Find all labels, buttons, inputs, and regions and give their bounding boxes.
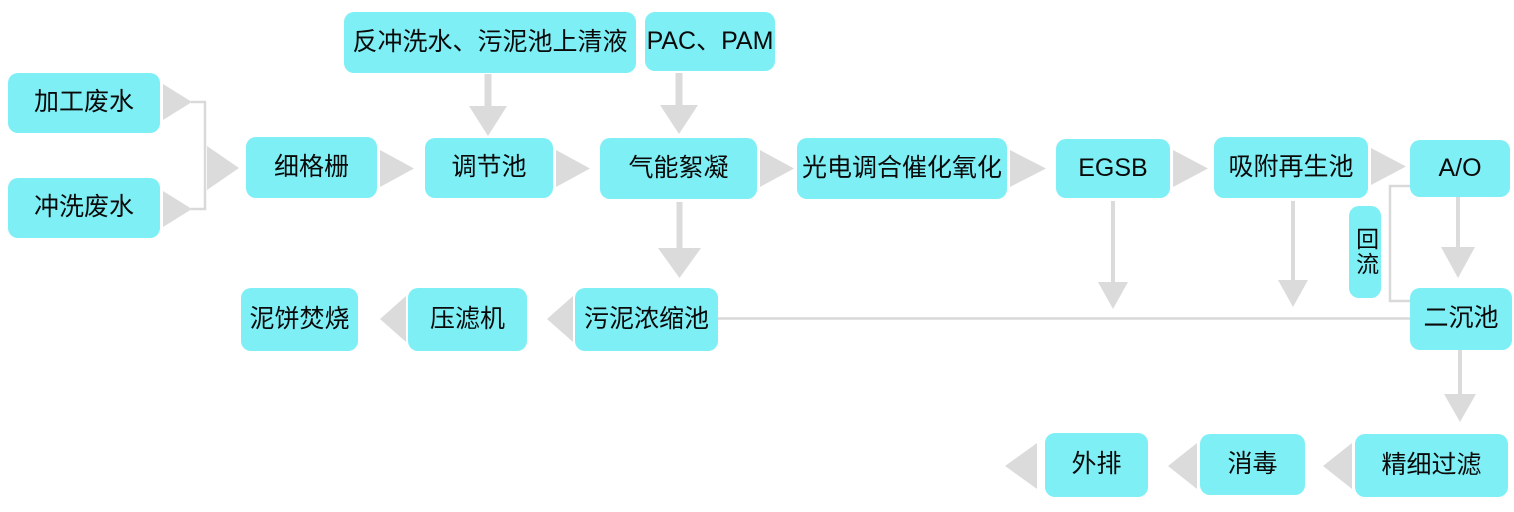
node-adsorption-regeneration-tank: 吸附再生池 (1214, 137, 1368, 198)
node-discharge: 外排 (1045, 433, 1148, 497)
node-backwash-supernatant: 反冲洗水、污泥池上清液 (344, 12, 636, 73)
node-fine-filtration: 精细过滤 (1355, 434, 1508, 497)
node-pac-pam: PAC、PAM (645, 12, 775, 71)
arrow-right-oxidation-to-egsb (1010, 150, 1046, 187)
arrow-down-backwash-to-regulating-tank (469, 106, 507, 136)
node-sludge-cake-incineration: 泥饼焚烧 (241, 288, 358, 351)
node-label-sludge-cake-incineration: 泥饼焚烧 (249, 304, 350, 333)
arrow-left-filter-press-to-incineration (380, 296, 406, 342)
arrow-down-adsorption-to-sludge-line (1278, 280, 1308, 307)
node-label-discharge: 外排 (1071, 450, 1122, 479)
node-label-secondary-sedimentation-tank: 二沉池 (1423, 304, 1499, 333)
arrow-down-egsb-to-sludge-line (1098, 282, 1128, 309)
node-label-pac-pam: PAC、PAM (646, 26, 774, 55)
arrow-left-disinfection-to-discharge (1168, 443, 1197, 489)
node-label-processing-wastewater: 加工废水 (33, 88, 134, 117)
node-label-rinse-wastewater: 冲洗废水 (33, 193, 134, 222)
arrow-right-fine-screen-to-regulating-tank (380, 150, 414, 187)
arrow-right-merge-to-fine-screen (207, 146, 239, 190)
node-label-backwash-supernatant: 反冲洗水、污泥池上清液 (352, 27, 628, 56)
node-label-adsorption-regeneration-tank: 吸附再生池 (1228, 152, 1354, 181)
node-label-reflux: 回流 (1352, 227, 1379, 277)
arrow-down-pacpam-to-gas-flocculation (660, 105, 698, 134)
node-photoelectric-catalytic-oxidation: 光电调合催化氧化 (797, 138, 1007, 199)
arrow-right-processing-to-merge (163, 84, 192, 120)
node-disinfection: 消毒 (1200, 434, 1305, 495)
arrow-right-egsb-to-adsorption (1173, 150, 1208, 187)
arrow-right-regulating-tank-to-gas-flocculation (556, 150, 590, 187)
node-sludge-thickening-tank: 污泥浓缩池 (575, 288, 718, 351)
node-rinse-wastewater: 冲洗废水 (8, 178, 160, 238)
node-ao: A/O (1410, 140, 1510, 197)
node-reflux: 回流 (1349, 206, 1381, 298)
arrow-left-sludge-tank-to-filter-press (547, 296, 573, 342)
node-fine-screen: 细格栅 (246, 137, 377, 198)
node-label-gas-flocculation: 气能絮凝 (628, 153, 729, 182)
arrow-right-adsorption-to-ao (1371, 148, 1406, 185)
arrow-right-gas-flocculation-to-oxidation (760, 150, 794, 187)
node-egsb: EGSB (1056, 139, 1170, 198)
node-processing-wastewater: 加工废水 (8, 73, 160, 133)
node-label-fine-screen: 细格栅 (273, 152, 349, 181)
arrow-down-ao-to-secondary-tank (1441, 247, 1475, 278)
arrow-left-fine-filtration-to-disinfection (1323, 443, 1352, 489)
arrow-down-flocculation-to-sludge-tank (658, 248, 701, 278)
node-label-ao: A/O (1438, 153, 1482, 182)
node-gas-flocculation: 气能絮凝 (600, 138, 757, 199)
arrow-left-discharge-out (1005, 443, 1037, 489)
arrow-down-secondary-tank-to-fine-filtration (1444, 394, 1476, 422)
node-filter-press: 压滤机 (408, 288, 527, 351)
node-label-photoelectric-catalytic-oxidation: 光电调合催化氧化 (801, 153, 1002, 182)
arrow-right-rinse-to-merge (163, 191, 192, 227)
reflux-loop-line (1388, 184, 1411, 303)
merge-bracket-line (191, 100, 207, 211)
node-label-filter-press: 压滤机 (429, 304, 505, 333)
node-label-egsb: EGSB (1078, 153, 1148, 182)
node-label-sludge-thickening-tank: 污泥浓缩池 (583, 304, 709, 333)
node-label-regulating-tank: 调节池 (451, 153, 527, 182)
node-label-disinfection: 消毒 (1227, 449, 1278, 478)
node-regulating-tank: 调节池 (425, 138, 553, 198)
node-label-fine-filtration: 精细过滤 (1381, 450, 1482, 479)
node-secondary-sedimentation-tank: 二沉池 (1410, 288, 1512, 350)
